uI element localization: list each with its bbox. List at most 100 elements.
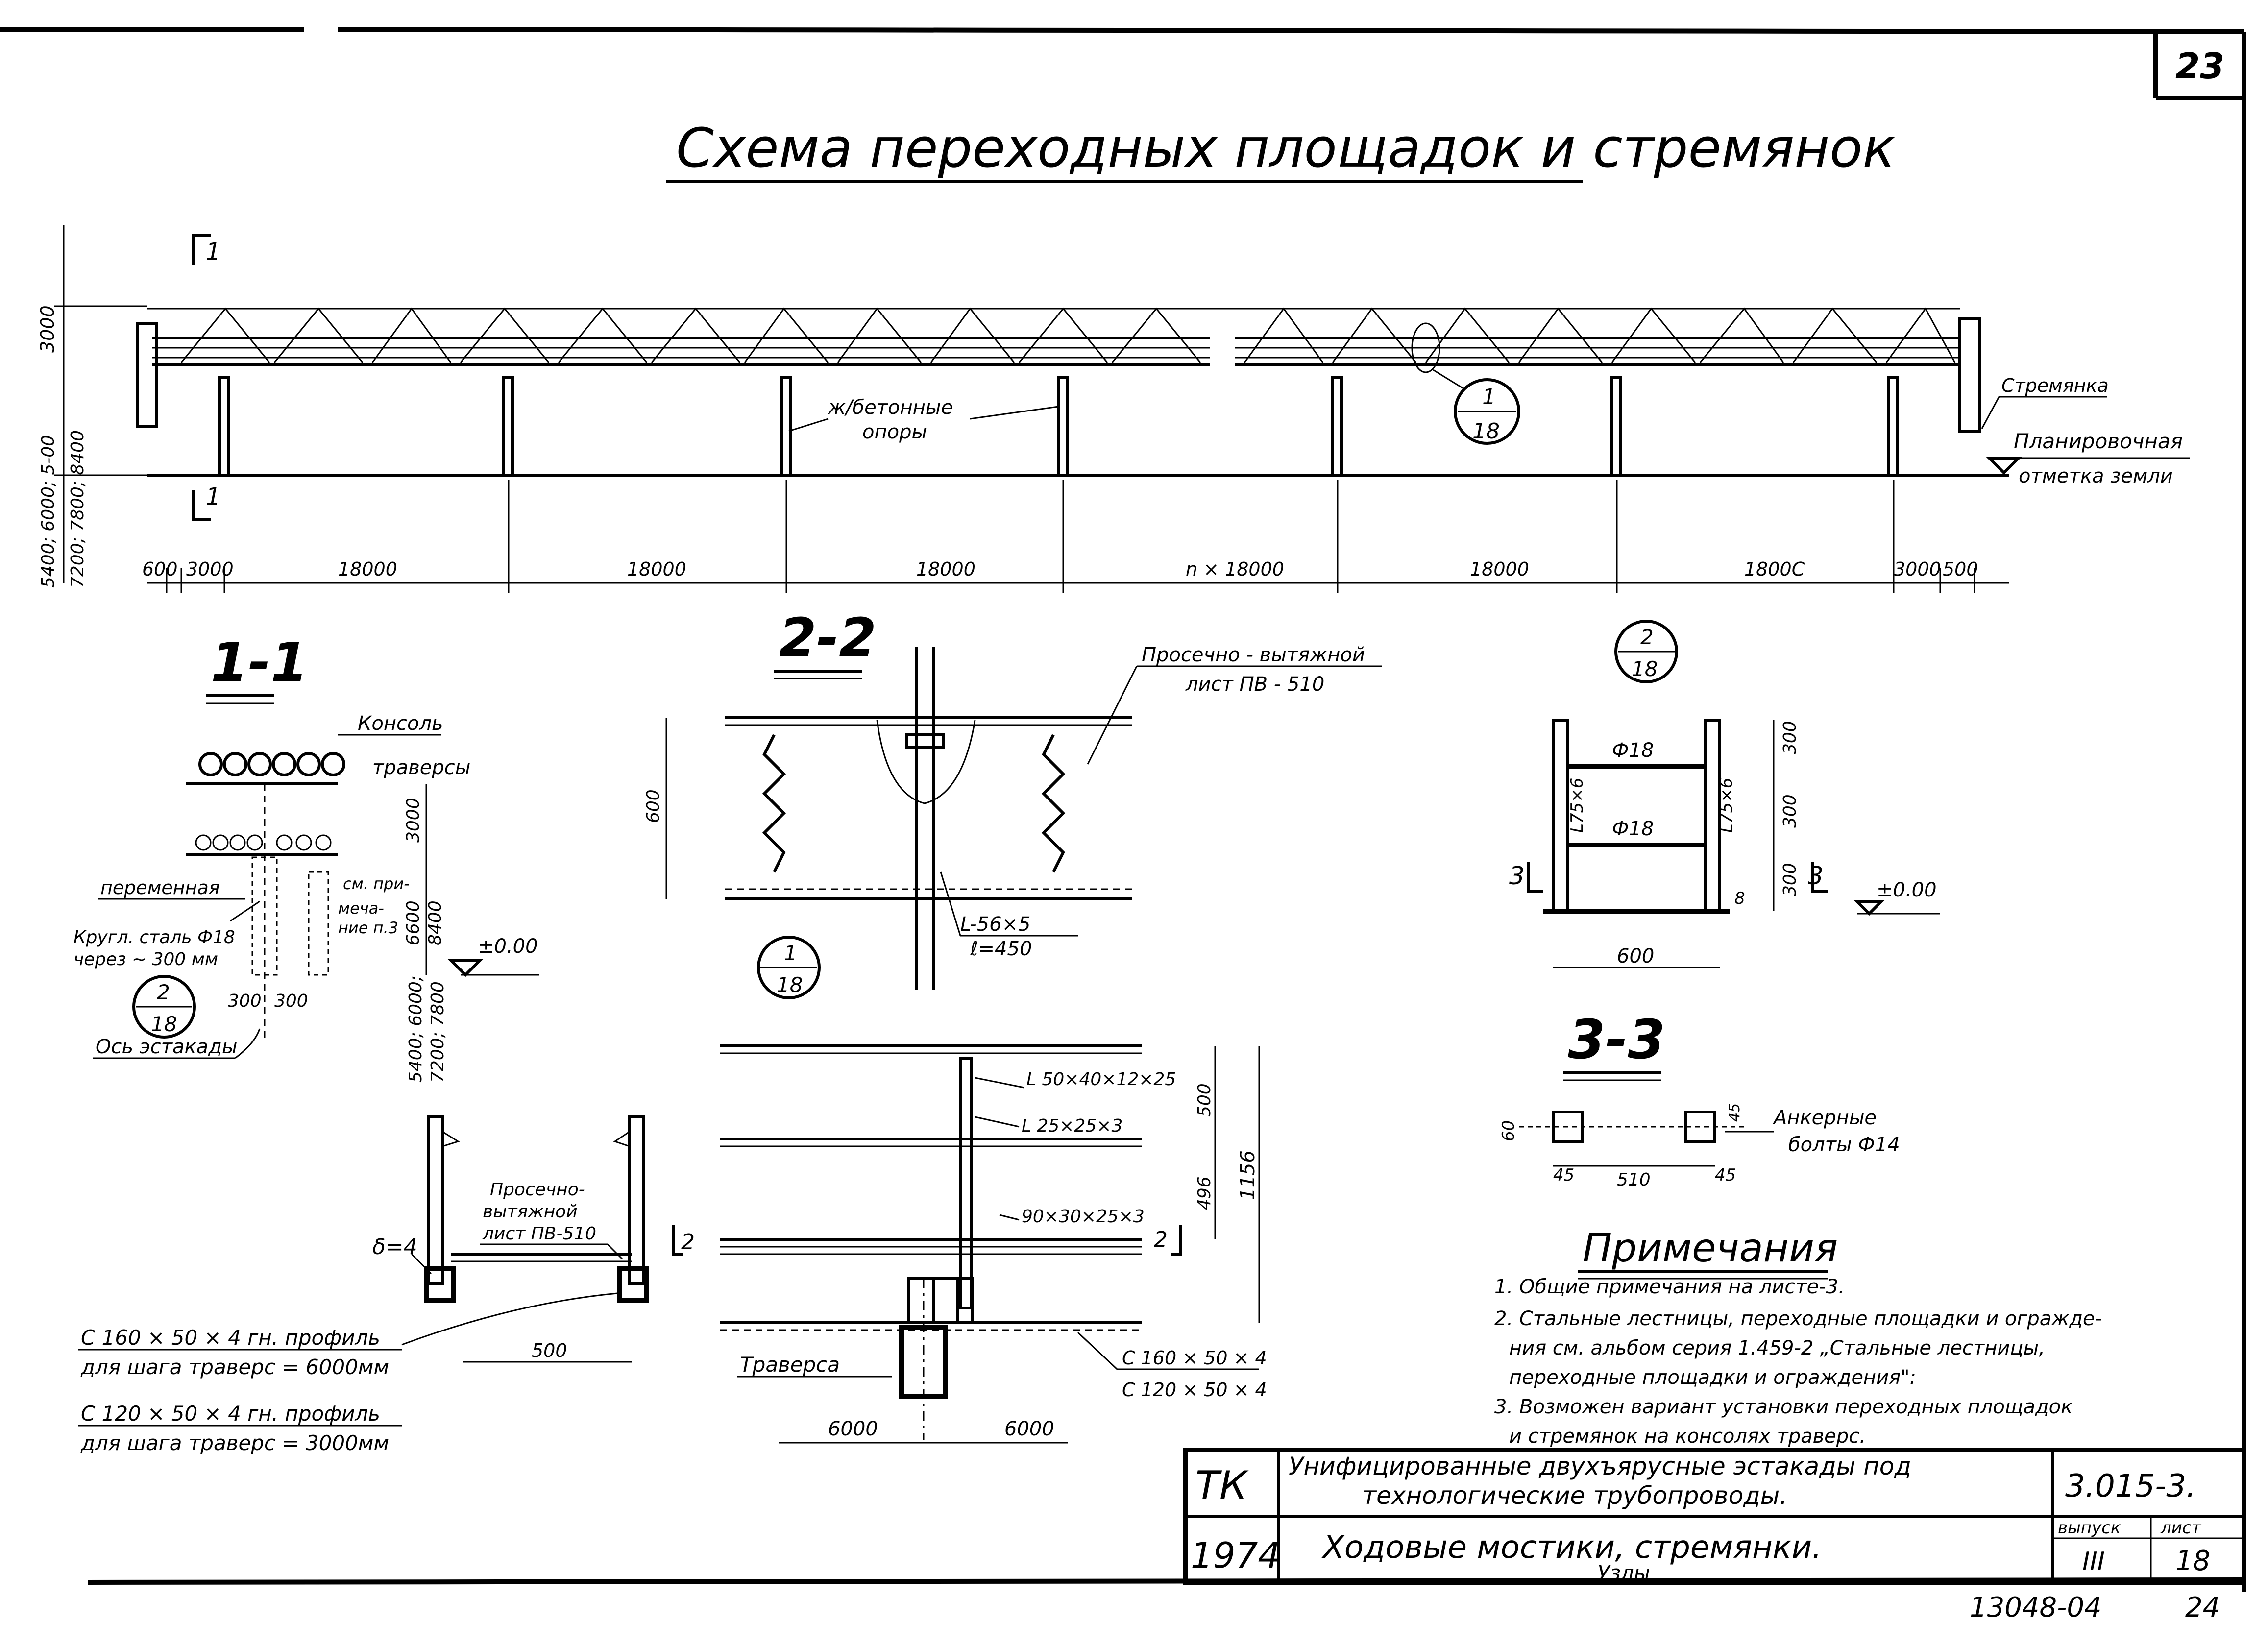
dim-18000-5: 1800C (1744, 558, 1805, 580)
issue-value: III (2082, 1547, 2105, 1576)
bolts-label: Анкерные (1772, 1107, 1877, 1129)
node-dim-600: 600 (1617, 945, 1654, 968)
platform-sheet-label: Просечно- (490, 1180, 585, 1200)
title-code: 3.015-3. (2065, 1468, 2196, 1504)
dim-6600: 6600 (403, 900, 423, 945)
supports-label-2: опоры (862, 421, 927, 443)
left-angle-label: L75×6 (1567, 778, 1587, 833)
sheet-number: 23 (2175, 46, 2224, 87)
ground-label-2: отметка земли (2019, 465, 2173, 487)
height-below-label-2: 7200; 7800; 8400 (68, 430, 88, 588)
dim-300-a: 300 (228, 991, 262, 1011)
plan-dim-6000-b: 6000 (1004, 1418, 1054, 1440)
dim-300-b: 300 (274, 991, 308, 1011)
plan-dim-1156: 1156 (1237, 1150, 1259, 1200)
section-3-3: 3-3 60 45 510 45 45 Анкерные болты Ф14 (1499, 1008, 1900, 1190)
node-2-18: 2 18 Ф18 Ф18 L75×6 L75×6 300 300 300 8 6… (1509, 620, 1940, 968)
note-2-cont: ния см. альбом серия 1.459-2 „Стальные л… (1509, 1337, 2045, 1359)
dim-45-a: 45 (1553, 1165, 1574, 1185)
height-label: 3000 (37, 305, 58, 353)
supports-label: ж/бетонные (828, 396, 953, 419)
callout-1-bottom: 18 (1472, 419, 1500, 444)
platform-sheet-label-3: лист ПВ-510 (482, 1224, 596, 1244)
sheet-label-2: лист ПВ - 510 (1185, 673, 1324, 696)
dim-3000-left: 3000 (186, 558, 234, 580)
note-2-cont-2: переходные площадки и ограждения": (1509, 1366, 1916, 1389)
note-3: 3. Возможен вариант установки переходных… (1494, 1396, 2073, 1418)
dim-3000-right: 3000 (1894, 558, 1941, 580)
node-callout-top: 2 (1640, 625, 1654, 649)
callout-2-top: 2 (157, 980, 170, 1004)
section-1-1: 1-1 Консоль траверсы 3000 6600 8400 пере… (73, 631, 539, 1083)
truss-right (1235, 337, 1960, 366)
note-2: 2. Стальные лестницы, переходные площадк… (1494, 1307, 2102, 1330)
delta-label: δ=4 (372, 1234, 417, 1259)
node-dim-300-a: 300 (1780, 721, 1800, 754)
section-2-2-title: 2-2 (779, 606, 877, 669)
round-steel-label-2: через ~ 300 мм (73, 949, 218, 969)
right-angle-label: L75×6 (1717, 778, 1736, 833)
length-label: ℓ=450 (970, 938, 1032, 960)
concrete-columns (218, 376, 1899, 477)
console-label: Консоль (358, 712, 443, 735)
dim-45-b: 45 (1715, 1165, 1736, 1185)
plan-dim-496: 496 (1195, 1176, 1215, 1210)
section-marker-bottom (192, 490, 211, 521)
title-org: ТК (1195, 1463, 1249, 1508)
stamp-corner: 24 (2185, 1592, 2220, 1623)
axis-label: Ось эстакады (96, 1036, 237, 1058)
dim-18000-3: 18000 (916, 558, 975, 580)
bolts-label-2: болты Ф14 (1788, 1134, 1900, 1156)
plan-dim-500: 500 (1195, 1083, 1215, 1117)
notes: Примечания 1. Общие примечания на листе-… (1494, 1225, 2102, 1448)
callout-2-bottom: 18 (151, 1012, 177, 1036)
section-3-3-title: 3-3 (1568, 1008, 1665, 1071)
profile-2b-label: для шага траверс = 3000мм (80, 1431, 389, 1455)
profile-1-label: С 160 × 50 × 4 гн. профиль (81, 1326, 380, 1350)
callout-1-top: 1 (1482, 385, 1496, 410)
angle-label: L-56×5 (960, 913, 1030, 936)
platform-dim-500: 500 (532, 1340, 567, 1361)
dim-n-18000: n × 18000 (1186, 558, 1284, 580)
dim-18000-2: 18000 (627, 558, 686, 580)
dim-60: 60 (1499, 1120, 1518, 1141)
main-elevation: 1 1 3000 5400; 6000; 5-00 7200; 7800; 84… (37, 225, 2190, 593)
plan-label-2: L 25×25×3 (1022, 1116, 1122, 1136)
variable-label: переменная (100, 877, 220, 898)
title-line-1: Унифицированные двухъярусные эстакады по… (1289, 1452, 1911, 1480)
page-title: Схема переходных площадок и стремянок (676, 117, 1895, 179)
node-dim-300-c: 300 (1780, 863, 1800, 896)
plan-c160-label: С 160 × 50 × 4 (1122, 1347, 1267, 1369)
plan-marker-2: 2 (1154, 1227, 1168, 1252)
title-line-4: Узлы (1597, 1561, 1650, 1585)
plan-dim-6000-a: 6000 (828, 1418, 878, 1440)
node-section-right: 3 (1808, 862, 1824, 890)
dim-8400: 8400 (425, 900, 445, 945)
platform-sheet-label-2: вытяжной (483, 1202, 578, 1222)
traverse-label: Траверса (740, 1353, 840, 1377)
platform-section: δ=4 Просечно- вытяжной лист ПВ-510 2 500… (78, 1115, 695, 1455)
sheet-label: Просечно - вытяжной (1142, 644, 1365, 666)
truss-left (152, 337, 1210, 366)
stamp-bottom: 13048-04 (1970, 1592, 2102, 1623)
dim-500: 500 (1943, 558, 1978, 580)
callout-3-bottom: 18 (777, 973, 803, 997)
round-steel-label: Кругл. сталь Ф18 (73, 927, 235, 947)
profile-1b-label: для шага траверс = 6000мм (80, 1355, 389, 1379)
plan-c120-label: С 120 × 50 × 4 (1122, 1379, 1267, 1401)
callout-3-top: 1 (784, 941, 797, 965)
rod-2-label: Ф18 (1612, 818, 1654, 840)
node-callout-bottom: 18 (1632, 657, 1658, 681)
section-marker-bottom-label: 1 (206, 483, 221, 510)
dim-600: 600 (142, 558, 178, 580)
dim-lower-2: 7200; 7800 (428, 981, 448, 1083)
plan-label-3: 90×30×25×3 (1022, 1207, 1145, 1227)
note-1: 1. Общие примечания на листе-3. (1494, 1276, 1845, 1298)
sheet-value: 18 (2175, 1545, 2210, 1577)
title-line-3: Ходовые мостики, стремянки. (1321, 1529, 1822, 1566)
plan-view: L 50×40×12×25 L 25×25×3 90×30×25×3 2 500… (720, 1044, 1267, 1444)
section-1-1-title: 1-1 (211, 631, 308, 694)
node-section-left: 3 (1509, 862, 1525, 890)
note-3-cont: и стремянок на консолях траверс. (1509, 1425, 1866, 1448)
